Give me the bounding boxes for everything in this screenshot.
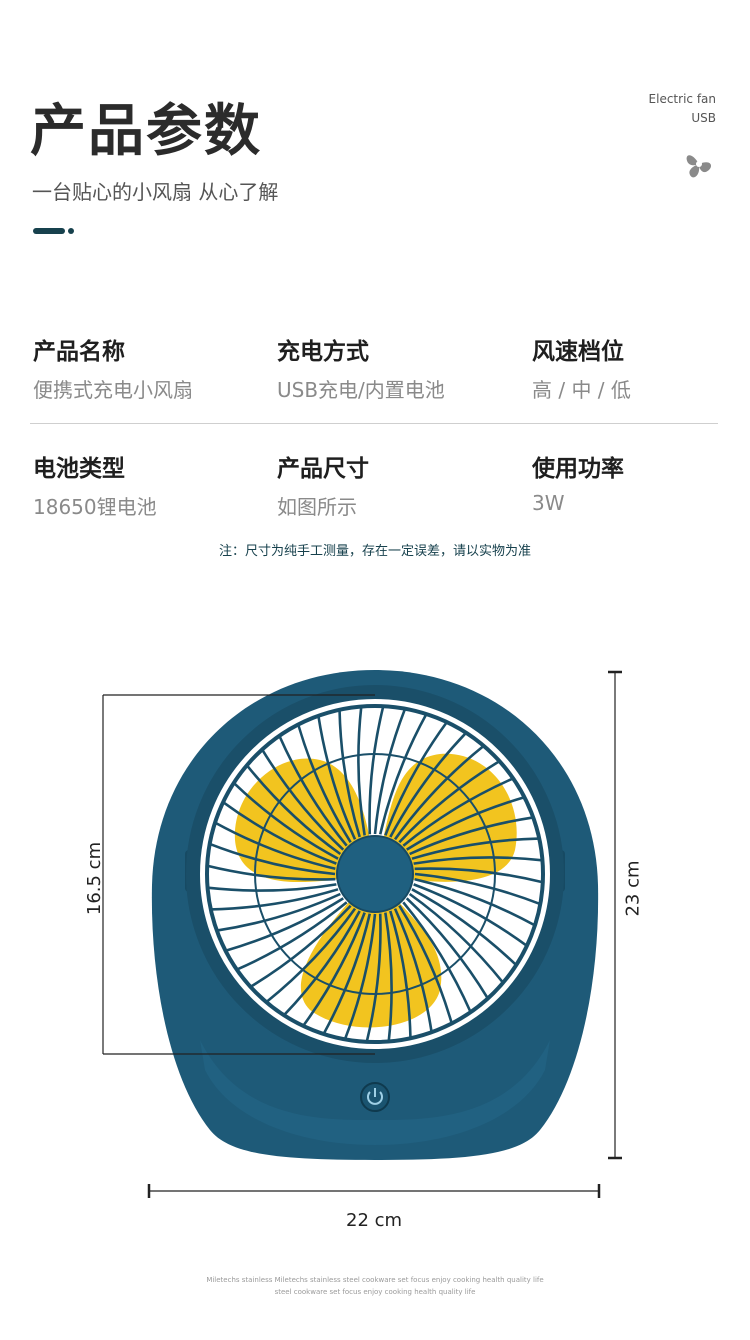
spec-size: 产品尺寸 如图所示 [277,449,369,520]
spec-product-name: 产品名称 便携式充电小风扇 [33,332,193,403]
power-icon [367,1088,383,1105]
fan-icon [686,155,712,178]
grille-spoke [207,883,337,892]
grille-spoke [402,777,514,847]
grille-spoke [409,816,534,856]
grille-spoke [317,715,357,840]
spec-label: 使用功率 [532,456,624,482]
grille-spoke [343,913,377,1040]
grille-spoke [322,913,372,1035]
spec-label: 电池类型 [33,456,125,482]
grille-spoke [393,908,433,1033]
grille-spoke [225,897,344,953]
grille-spoke [214,821,336,871]
grille-spoke [414,872,541,906]
grille-spokes [206,705,544,1043]
dimension-width-label: 22 cm [346,1210,403,1231]
spec-value: 如图所示 [277,495,357,519]
grille-spoke [411,837,540,860]
grille-spoke [210,888,339,911]
spec-battery: 电池类型 18650锂电池 [33,449,157,520]
grille-spoke [249,904,352,988]
grille-spoke [278,735,348,847]
grille-spoke [236,901,348,971]
dimension-lines [102,670,622,1198]
grille-spoke [408,892,505,984]
grille-spoke [413,856,543,865]
grille-mid-ring [254,753,496,995]
grille-spoke [365,913,382,1043]
grille-spoke [216,892,341,932]
grille-spoke [302,912,366,1027]
body-highlight [200,1040,550,1145]
dimension-height-label: 23 cm [622,860,644,917]
grille-spoke [232,782,339,860]
dimension-grille-label: 16.5 cm [84,841,106,916]
spec-value: 3W [532,491,565,515]
grille-spoke [389,731,467,838]
grille-spoke [389,910,412,1039]
spec-divider [30,423,718,424]
spec-label: 产品名称 [33,339,125,365]
grille-spoke [413,883,528,947]
spec-charging: 充电方式 USB充电/内置电池 [277,332,445,403]
grille-spoke [398,760,501,844]
grille-spoke [206,864,336,881]
grille-spoke [414,867,544,884]
grille-spoke [222,801,337,865]
grille-spoke [265,907,357,1004]
grille-spoke [368,705,385,835]
grille-spoke [398,905,454,1024]
grille-spoke [411,888,518,966]
grille-inner-ring [205,704,545,1044]
grille-spoke [261,748,345,851]
product-illustration [102,670,622,1198]
grille-spoke [245,764,342,856]
grille-spoke [414,877,536,927]
grille-spoke [357,706,366,836]
spec-value: 便携式充电小风扇 [33,378,193,402]
grille-spoke [378,713,428,835]
measurement-note: 注：尺寸为纯手工测量，存在一定误差，请以实物为准 [218,544,531,559]
spec-value: 18650锂电池 [33,495,157,519]
fan-hub [336,835,414,913]
grille-spoke [406,795,525,851]
spec-power: 使用功率 3W [532,449,624,515]
grille-spoke [393,744,485,841]
page-subtitle: 一台贴心的小风扇 从心了解 [32,180,279,204]
grille-spoke [384,912,393,1042]
spec-value: 高 / 中 / 低 [532,378,631,402]
spec-label: 充电方式 [277,339,369,365]
accent-bar [33,228,65,234]
grille-spoke [405,897,489,1000]
grille-spoke [283,910,361,1017]
page-title: 产品参数 [30,99,262,164]
grille-spoke [209,842,336,876]
spec-label: 产品尺寸 [277,456,369,482]
accent-dot [68,228,74,234]
tag-usb: USB [691,111,716,125]
grille-spoke [384,721,448,836]
spec-speed: 风速档位 高 / 中 / 低 [532,332,631,403]
grille-spoke [402,901,472,1013]
footer-line-1: Miletechs stainless Miletechs stainless … [206,1276,544,1284]
grille-spoke [296,724,352,843]
footer-line-2: steel cookware set focus enjoy cooking h… [274,1288,476,1296]
grille-spoke [373,708,407,835]
tag-electric-fan: Electric fan [648,92,716,106]
grille-spoke [338,709,361,838]
spec-label: 风速档位 [532,339,624,365]
spec-value: USB充电/内置电池 [277,378,445,402]
